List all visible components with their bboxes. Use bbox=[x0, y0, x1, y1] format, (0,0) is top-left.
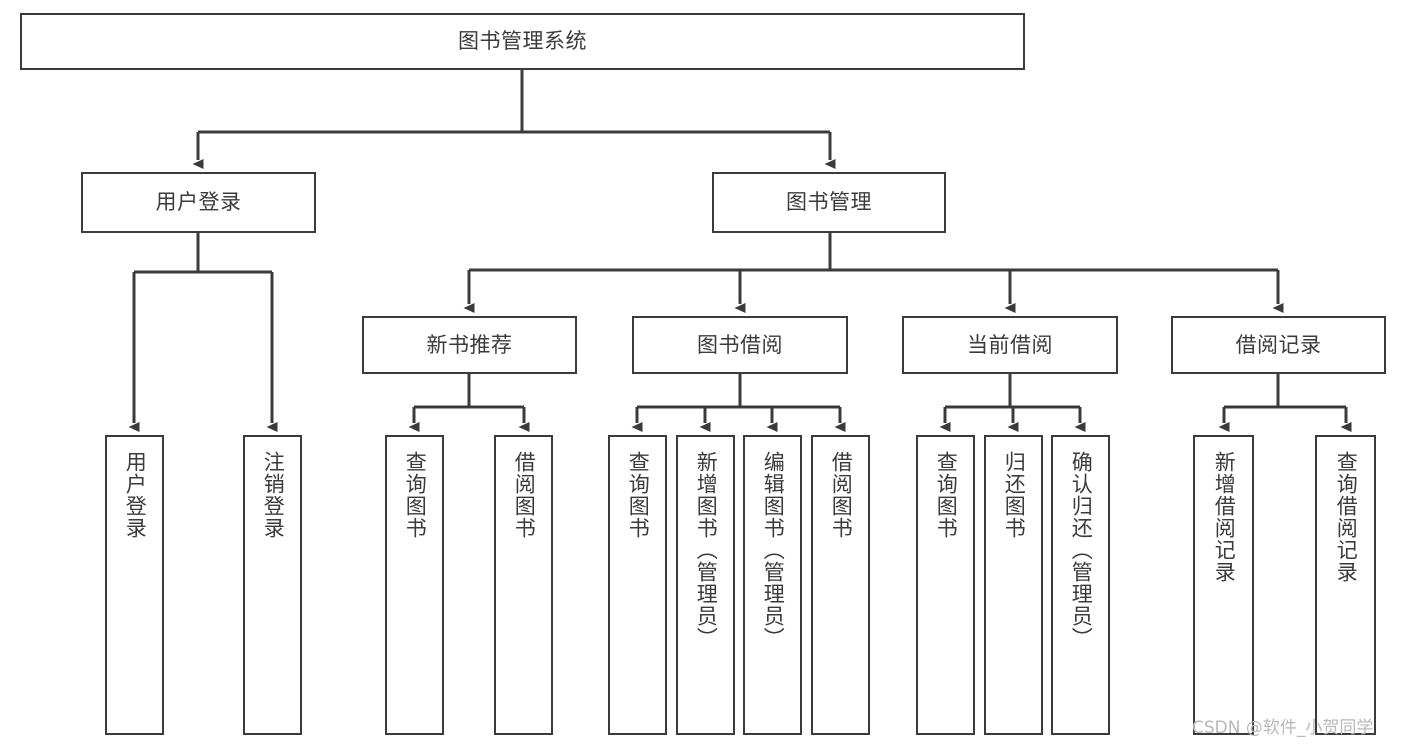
node-book-borrow[interactable]: 图书借阅 bbox=[632, 316, 848, 374]
node-user-login[interactable]: 用户登录 bbox=[81, 172, 316, 233]
node-leaf-confirm-return-admin[interactable]: 确认归还（管理员） bbox=[1051, 435, 1110, 735]
node-label: 借阅图书 bbox=[829, 451, 854, 539]
node-label: 查询借阅记录 bbox=[1334, 451, 1359, 583]
node-label: 借阅记录 bbox=[1235, 332, 1322, 357]
node-label: 查询图书 bbox=[934, 451, 959, 539]
node-label: 编辑图书（管理员） bbox=[761, 451, 786, 649]
node-label: 新书推荐 bbox=[426, 332, 513, 357]
node-leaf-logout-login[interactable]: 注销登录 bbox=[243, 435, 302, 735]
node-label: 归还图书 bbox=[1002, 451, 1027, 539]
node-leaf-user-login[interactable]: 用户登录 bbox=[105, 435, 164, 735]
node-leaf-borrow-book-recommend[interactable]: 借阅图书 bbox=[494, 435, 553, 735]
node-label: 新增借阅记录 bbox=[1212, 451, 1237, 583]
node-label: 图书管理系统 bbox=[458, 29, 587, 54]
node-label: 查询图书 bbox=[403, 451, 428, 539]
node-label: 注销登录 bbox=[261, 451, 286, 539]
node-leaf-query-book-current[interactable]: 查询图书 bbox=[916, 435, 975, 735]
node-borrow-record[interactable]: 借阅记录 bbox=[1171, 316, 1386, 374]
node-label: 查询图书 bbox=[626, 451, 651, 539]
node-leaf-edit-book-admin[interactable]: 编辑图书（管理员） bbox=[743, 435, 802, 735]
csdn-watermark: CSDN @软件_小贺同学 bbox=[1192, 718, 1374, 738]
node-label: 用户登录 bbox=[123, 451, 148, 539]
node-leaf-add-book-admin[interactable]: 新增图书（管理员） bbox=[676, 435, 735, 735]
node-leaf-query-book-borrow[interactable]: 查询图书 bbox=[608, 435, 667, 735]
node-current-borrow[interactable]: 当前借阅 bbox=[902, 316, 1118, 374]
node-leaf-add-borrow-record[interactable]: 新增借阅记录 bbox=[1193, 435, 1254, 735]
node-label: 新增图书（管理员） bbox=[694, 451, 719, 649]
node-label: 图书管理 bbox=[786, 190, 872, 215]
node-label: 借阅图书 bbox=[512, 451, 537, 539]
node-label: 用户登录 bbox=[155, 190, 242, 215]
node-label: 图书借阅 bbox=[697, 332, 783, 357]
node-book-management[interactable]: 图书管理 bbox=[712, 172, 946, 233]
node-leaf-query-borrow-record[interactable]: 查询借阅记录 bbox=[1315, 435, 1376, 735]
node-root-book-management-system[interactable]: 图书管理系统 bbox=[20, 13, 1025, 70]
node-leaf-borrow-book[interactable]: 借阅图书 bbox=[811, 435, 870, 735]
node-new-book-recommend[interactable]: 新书推荐 bbox=[362, 316, 577, 374]
node-leaf-return-book[interactable]: 归还图书 bbox=[984, 435, 1043, 735]
node-label: 确认归还（管理员） bbox=[1069, 451, 1094, 649]
node-leaf-query-book-recommend[interactable]: 查询图书 bbox=[385, 435, 444, 735]
node-label: 当前借阅 bbox=[967, 332, 1053, 357]
